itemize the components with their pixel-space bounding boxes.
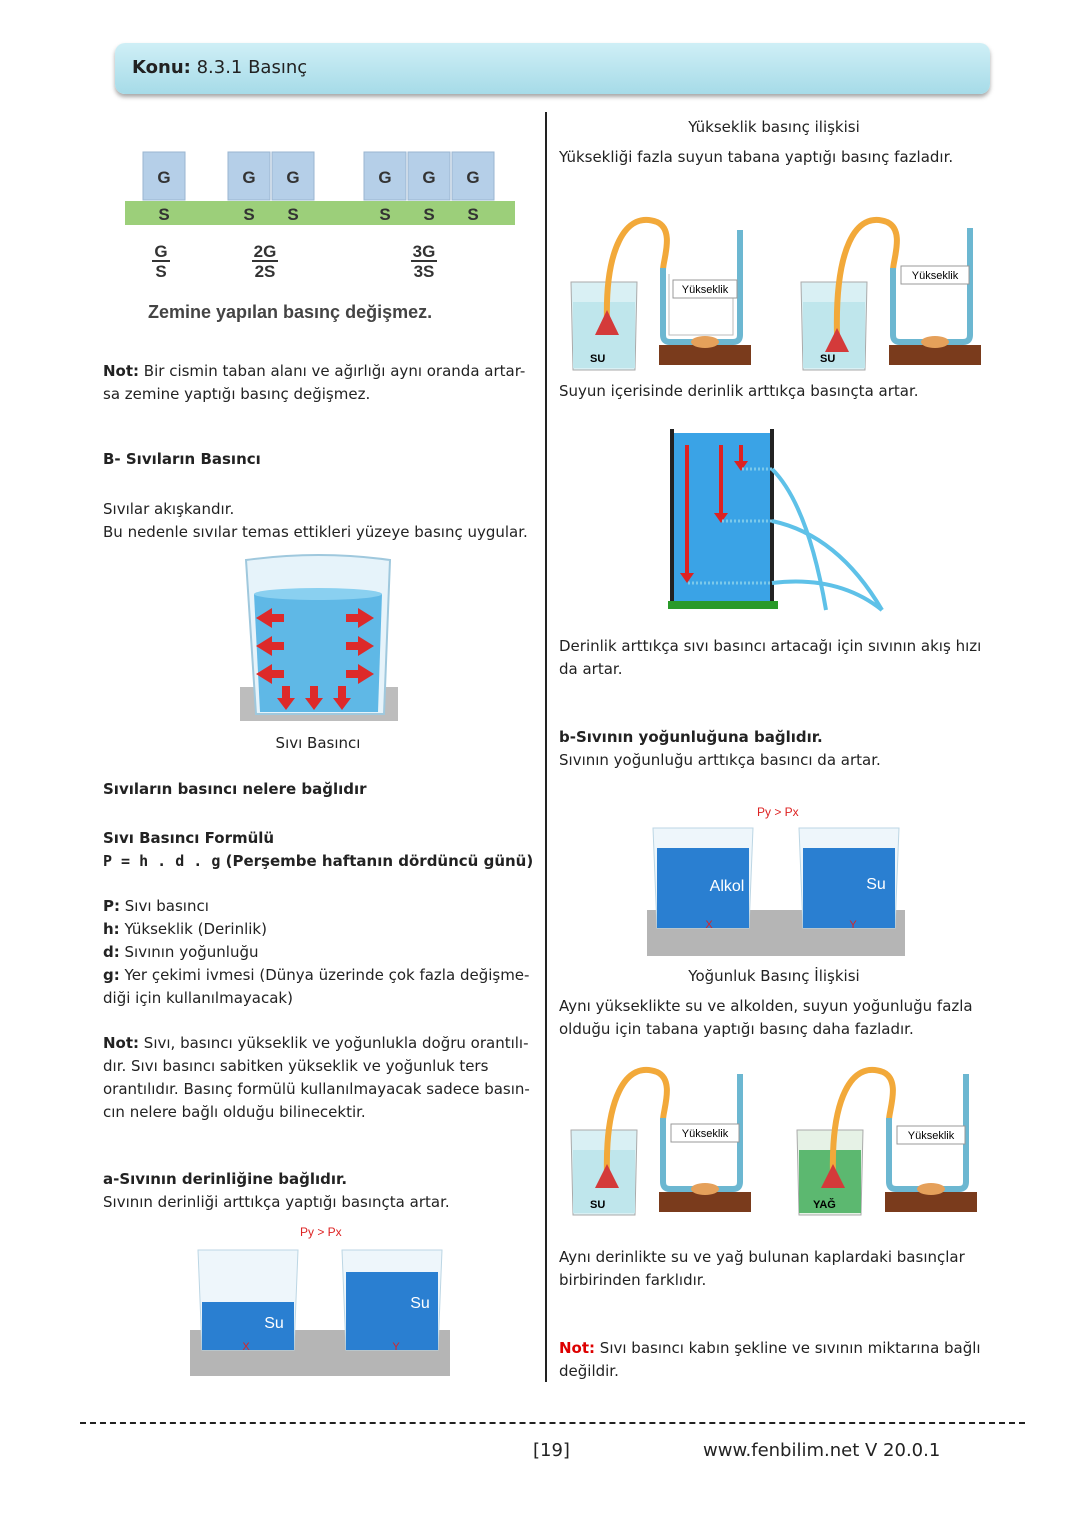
beaker-label: Su <box>410 1295 430 1312</box>
block-g: G <box>466 168 479 187</box>
depends-heading: Sıvıların basıncı nelere bağlıdır <box>103 780 367 798</box>
formula-definitions: P: Sıvı basıncı h: Yükseklik (Derinlik) … <box>103 897 530 1007</box>
beaker-label: Su <box>866 876 886 893</box>
density-beakers-figure: Py > Px Alkol Su X Y <box>647 805 905 956</box>
water-jets-figure <box>668 429 884 612</box>
beaker-label: Su <box>264 1315 284 1332</box>
block-g: G <box>422 168 435 187</box>
block-g: G <box>286 168 299 187</box>
block-g: G <box>378 168 391 187</box>
section-title-liquid-pressure: B- Sıvıların Basıncı <box>103 450 261 468</box>
height-paragraph: Yüksekliği fazla suyun tabana yaptığı ba… <box>559 148 954 166</box>
fraction-num: G <box>154 242 167 261</box>
formula-block: Sıvı Basıncı Formülü P = h . d . g (Perş… <box>103 829 534 870</box>
vessel-label: SU <box>590 353 605 365</box>
topic-title: 8.3.1 Basınç <box>196 57 308 78</box>
site-link[interactable]: www.fenbilim.net V 20.0.1 <box>703 1440 941 1461</box>
block-g: G <box>242 168 255 187</box>
vessel-label: SU <box>820 353 835 365</box>
fraction-den: 2S <box>255 262 276 281</box>
fig1-caption: Zemine yapılan basınç değişmez. <box>148 302 432 322</box>
beaker-label: Alkol <box>710 878 745 895</box>
note-area-weight: Not: Bir cismin taban alanı ve ağırlığı … <box>103 362 526 403</box>
footer-divider <box>80 1422 1025 1424</box>
relation-label: Py > Px <box>757 805 799 819</box>
point-x: X <box>705 919 713 931</box>
base-s: S <box>158 205 169 224</box>
same-depth-paragraph: Aynı derinlikte su ve yağ bulunan kaplar… <box>559 1248 965 1289</box>
fraction-num: 3G <box>413 242 436 261</box>
density-dependence: b-Sıvının yoğunluğuna bağlıdır. Sıvının … <box>559 728 881 769</box>
point-y: Y <box>849 919 857 931</box>
height-label: Yükseklik <box>682 1128 729 1140</box>
note-proportion: Not: Sıvı, basıncı yükseklik ve yoğunluk… <box>103 1034 530 1121</box>
height-label: Yükseklik <box>908 1130 955 1142</box>
density-paragraph: Aynı yükseklikte su ve alkolden, suyun y… <box>559 997 973 1038</box>
relation-label: Py > Px <box>300 1225 342 1239</box>
depth-paragraph: Suyun içerisinde derinlik arttıkça basın… <box>559 382 919 400</box>
block-g: G <box>157 168 170 187</box>
height-caption: Yükseklik basınç ilişkisi <box>688 118 860 136</box>
page-number: [19] <box>533 1440 570 1461</box>
beaker-caption: Sıvı Basıncı <box>275 734 361 752</box>
water-oil-manometer-figure: SU Yükseklik YAĞ Yükseklik <box>570 1067 977 1216</box>
base-s: S <box>379 205 390 224</box>
base-s: S <box>287 205 298 224</box>
fraction-num: 2G <box>254 242 277 261</box>
weight-area-figure: G G G G G G S S S S S S G S 2G 2S 3G 3S … <box>125 151 515 322</box>
flow-paragraph: Derinlik arttıkça sıvı basıncı artacağı … <box>559 637 982 678</box>
topic-label: Konu: <box>132 57 191 78</box>
point-x: X <box>242 1341 250 1353</box>
vessel-label: SU <box>590 1199 605 1211</box>
base-s: S <box>423 205 434 224</box>
density-caption: Yoğunluk Basınç İlişkisi <box>688 967 860 985</box>
depth-dependence: a-Sıvının derinliğine bağlıdır. Sıvının … <box>103 1170 450 1211</box>
point-y: Y <box>392 1341 400 1353</box>
depth-beakers-figure: Py > Px Su Su X Y <box>190 1225 450 1376</box>
fraction-den: 3S <box>414 262 435 281</box>
paragraph-liquids: Sıvılar akışkandır. Bu nedenle sıvılar t… <box>103 500 528 541</box>
height-manometer-figure: SU Yükseklik SU Yükseklik <box>570 217 981 371</box>
column-divider <box>545 112 547 1382</box>
height-label: Yükseklik <box>912 270 959 282</box>
liquid-pressure-beaker <box>240 554 398 721</box>
note-shape-independent: Not: Sıvı basıncı kabın şekline ve sıvın… <box>559 1339 981 1380</box>
height-label: Yükseklik <box>682 284 729 296</box>
vessel-label: YAĞ <box>813 1198 836 1211</box>
fraction-den: S <box>155 262 166 281</box>
topic-header: Konu: 8.3.1 Basınç <box>115 43 990 94</box>
base-s: S <box>243 205 254 224</box>
base-s: S <box>467 205 478 224</box>
